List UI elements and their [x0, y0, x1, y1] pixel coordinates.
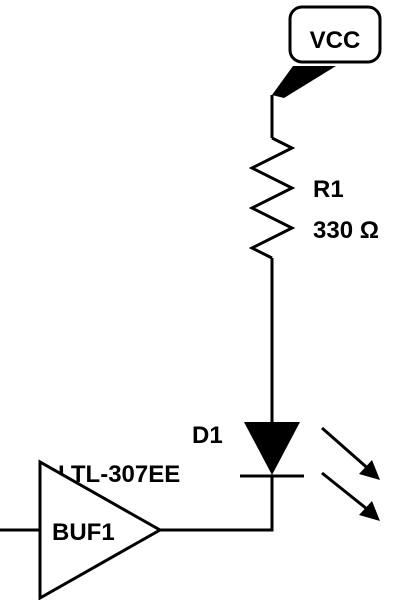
vcc-pointer: [272, 66, 336, 98]
emission-arrow-2-head: [359, 501, 380, 521]
vcc-box: [288, 5, 382, 64]
diode-triangle: [244, 422, 300, 475]
resistor-r1: R1 330 Ω: [248, 136, 379, 260]
led-d1: D1 LTL-307EE: [58, 422, 380, 532]
buffer-ref: BUF1: [52, 519, 115, 546]
diode-ref: D1: [192, 422, 223, 449]
resistor-ref: R1: [313, 176, 344, 203]
light-emission-arrows: [321, 426, 380, 521]
buffer-buf1: BUF1: [0, 459, 164, 600]
resistor-value: 330 Ω: [313, 217, 379, 244]
resistor-zigzag: [248, 136, 296, 260]
vcc-label: VCC: [310, 27, 361, 54]
emission-arrow-1-head: [359, 460, 380, 480]
wire-diode-to-buffer: [160, 476, 274, 532]
emission-arrow-2-shaft: [321, 471, 373, 515]
vcc-power-port: VCC: [272, 5, 382, 98]
emission-arrow-1-shaft: [321, 426, 373, 474]
